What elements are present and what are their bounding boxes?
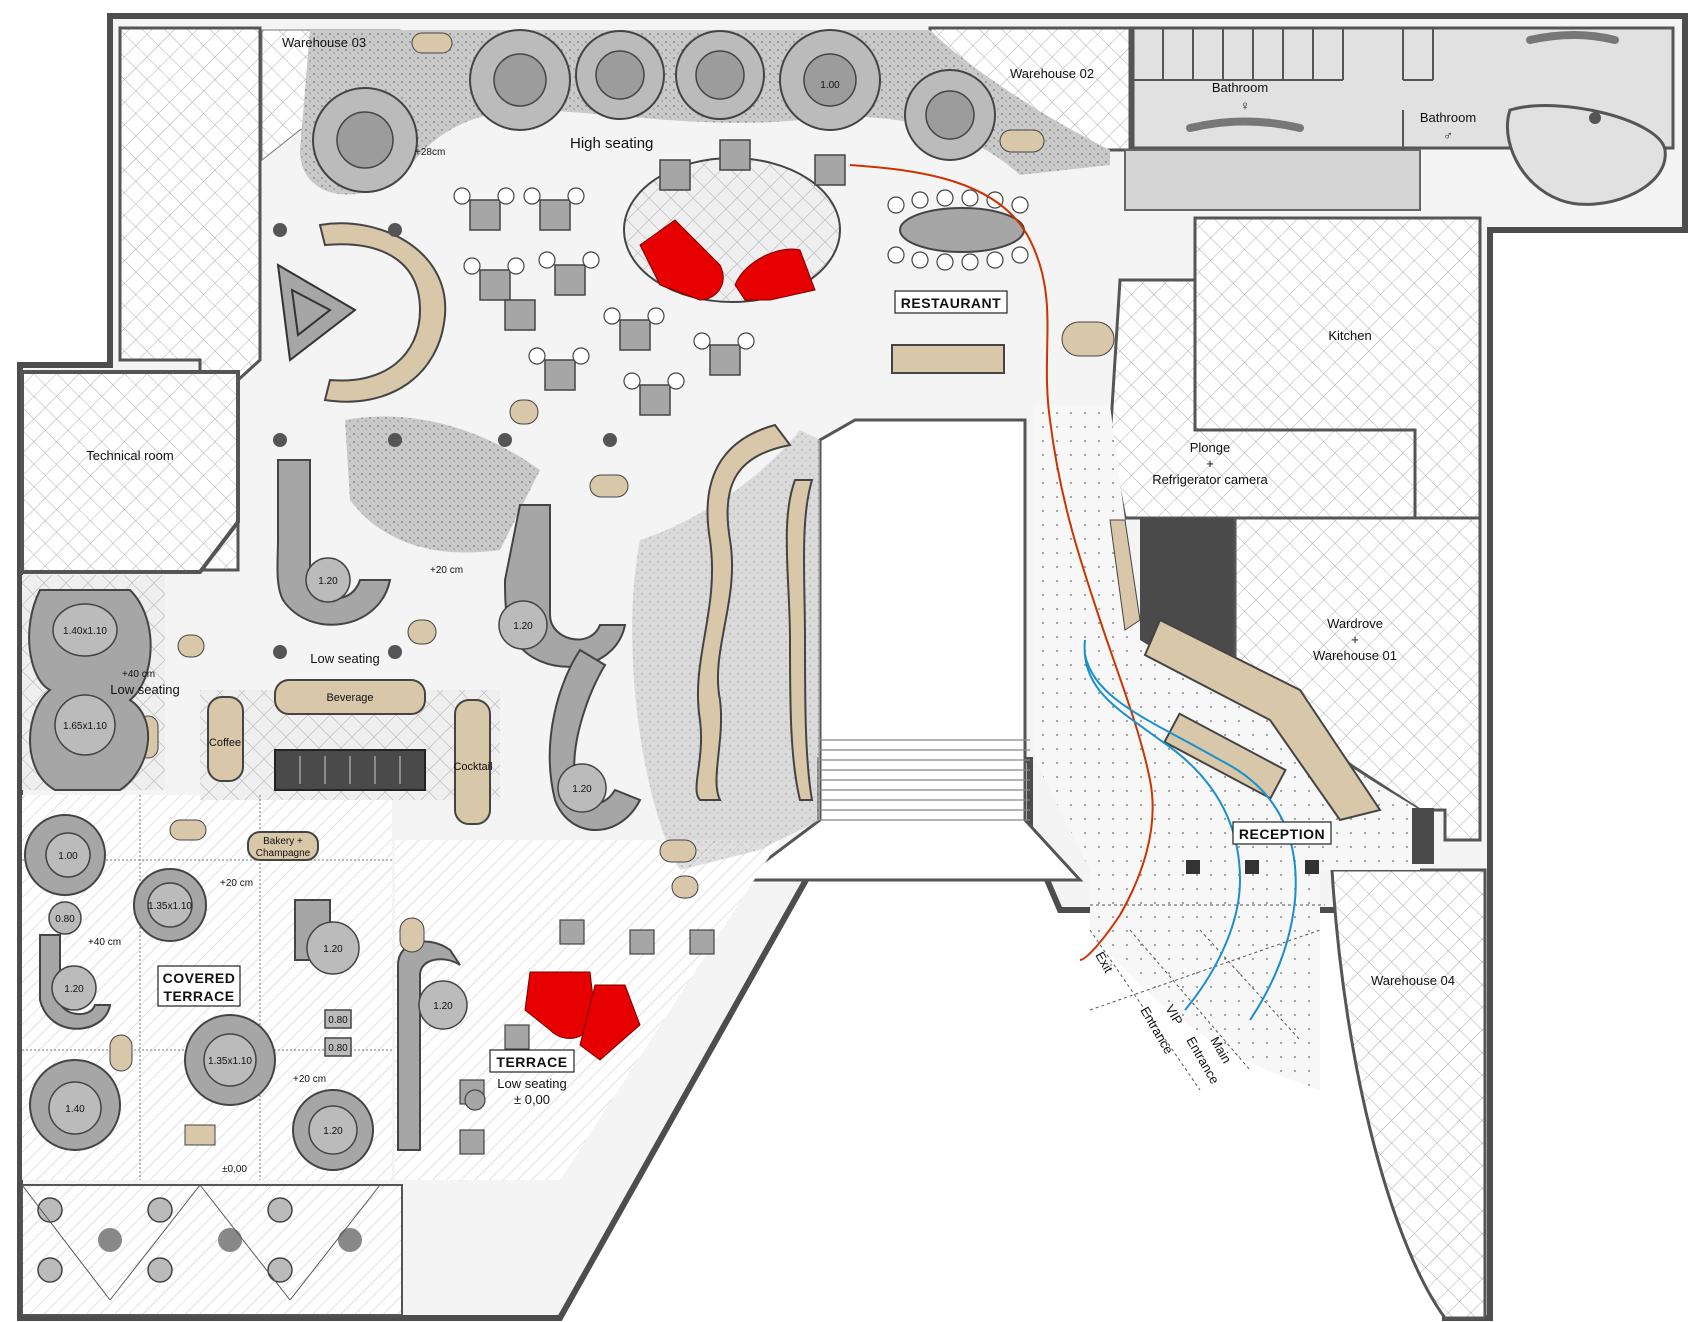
bottom-terrace-tables xyxy=(37,1197,293,1283)
red-lounge-chair xyxy=(734,248,816,301)
terrace-small-tables xyxy=(459,919,715,1155)
level-plus40-terrace: +40 cm xyxy=(88,937,121,948)
zone-labels: High seating RESTAURANT RECEPTION COVERE… xyxy=(110,135,1332,1107)
warehouse-04-label: Warehouse 04 xyxy=(1371,973,1455,988)
bottom-terrace-band xyxy=(21,1184,403,1316)
round-booths-top xyxy=(312,29,996,193)
table-size: 1.35x1.10 xyxy=(208,1056,252,1067)
bathroom-stalls xyxy=(1133,28,1434,150)
covered-terrace-label-2: TERRACE xyxy=(163,988,234,1004)
table-size: 1.20 xyxy=(323,944,343,955)
cocktail-counter xyxy=(454,699,491,825)
exit-path xyxy=(849,164,1154,961)
level-zero-covered: ±0,00 xyxy=(222,1164,247,1175)
table-size: 1.40 xyxy=(65,1104,85,1115)
vip-entrance-path xyxy=(1083,639,1242,1011)
table-size: 1.40x1.10 xyxy=(63,626,107,637)
table-size: 1.20 xyxy=(513,621,533,632)
restaurant-small-tables xyxy=(469,139,846,416)
terrace-label: TERRACE xyxy=(496,1054,567,1070)
restaurant-label: RESTAURANT xyxy=(901,295,1001,311)
circulation-paths xyxy=(849,164,1297,1021)
table-size: 1.20 xyxy=(433,1001,453,1012)
kitchen-label: Kitchen xyxy=(1328,328,1371,343)
curved-sofa xyxy=(318,222,447,403)
entrance-fan-floor xyxy=(1090,870,1320,1090)
table-size-labels: 1.00 1.20 1.20 1.20 1.40x1.10 1.65x1.10 … xyxy=(55,80,840,1137)
refrigerator-label: Refrigerator camera xyxy=(1152,472,1268,487)
wardrobe-label: Wardrove xyxy=(1327,616,1383,631)
table-size: 1.20 xyxy=(64,984,84,995)
red-lounge-chair xyxy=(579,984,641,1061)
floor-drain-icon xyxy=(1589,112,1601,124)
terrace-level-label: ± 0,00 xyxy=(514,1092,550,1107)
table-size: 1.00 xyxy=(58,851,78,862)
table-size: 1.20 xyxy=(318,576,338,587)
table-size: 1.65x1.10 xyxy=(63,721,107,732)
bar-labels: Beverage Coffee Cocktail Bakery + Champa… xyxy=(209,692,493,859)
level-labels: +28cm +20 cm +40 cm +20 cm +40 cm +20 cm… xyxy=(88,147,463,1175)
female-icon: ♀ xyxy=(1240,98,1250,113)
warehouse-04-room xyxy=(1330,868,1487,1320)
plonge-plus: + xyxy=(1206,456,1214,471)
level-plus20-center: +20 cm xyxy=(430,565,463,576)
bakery-label-1: Bakery + xyxy=(263,836,303,847)
reception-label: RECEPTION xyxy=(1239,826,1325,842)
technical-room xyxy=(20,370,240,574)
columns xyxy=(98,223,617,1252)
bathroom-male-label: Bathroom xyxy=(1420,110,1476,125)
low-seating-center-label: Low seating xyxy=(310,651,379,666)
technical-room-label: Technical room xyxy=(86,448,173,463)
terrace-low-seating-label: Low seating xyxy=(497,1076,566,1091)
plonge-label: Plonge xyxy=(1190,440,1230,455)
cocktail-label: Cocktail xyxy=(453,761,492,773)
level-plus40-left: +40 cm xyxy=(122,669,155,680)
level-plus20-terrace: +20 cm xyxy=(220,878,253,889)
stair-treads xyxy=(820,739,1030,821)
red-lounge-chair xyxy=(639,219,724,301)
beverage-counter xyxy=(274,679,426,715)
bakery-label-2: Champagne xyxy=(256,848,311,859)
table-size: 1.20 xyxy=(572,784,592,795)
wavy-banquette xyxy=(695,423,792,801)
coffee-label: Coffee xyxy=(209,737,241,749)
table-size: 0.80 xyxy=(328,1043,348,1054)
raised-speckle-floor xyxy=(345,416,540,553)
restaurant-table xyxy=(899,207,1025,253)
table-size: 1.00 xyxy=(820,80,840,91)
main-entrance-path xyxy=(1084,654,1297,1021)
level-plus20-covered: +20 cm xyxy=(293,1074,326,1085)
warehouse-01-label: Warehouse 01 xyxy=(1313,648,1397,663)
level-plus28: +28cm xyxy=(415,147,445,158)
covered-terrace-label-1: COVERED xyxy=(163,970,236,986)
u-booths-center xyxy=(276,459,642,831)
bakery-counter xyxy=(247,831,319,861)
low-seating-left-label: Low seating xyxy=(110,682,179,697)
male-icon: ♂ xyxy=(1443,128,1453,143)
reception-desk xyxy=(1163,712,1287,800)
covered-terrace-booths xyxy=(24,814,374,1171)
table-size: 0.80 xyxy=(328,1015,348,1026)
warehouse-02-label: Warehouse 02 xyxy=(1010,66,1094,81)
furniture xyxy=(21,29,1434,1301)
wardrobe-plus: + xyxy=(1351,632,1359,647)
reception-counter xyxy=(1143,618,1382,822)
room-labels: Warehouse 03 Warehouse 02 Bathroom ♀ Bat… xyxy=(86,35,1476,988)
table-size: 1.20 xyxy=(323,1126,343,1137)
restaurant-bench xyxy=(891,344,1005,374)
coffee-counter xyxy=(207,696,244,782)
beverage-label: Beverage xyxy=(326,692,373,704)
table-size: 1.35x1.10 xyxy=(148,901,192,912)
high-seating-label: High seating xyxy=(570,135,653,152)
table-size: 0.80 xyxy=(55,914,75,925)
bathroom-female-label: Bathroom xyxy=(1212,80,1268,95)
restaurant-chairs xyxy=(453,187,1029,390)
warehouse-03-label: Warehouse 03 xyxy=(282,35,366,50)
